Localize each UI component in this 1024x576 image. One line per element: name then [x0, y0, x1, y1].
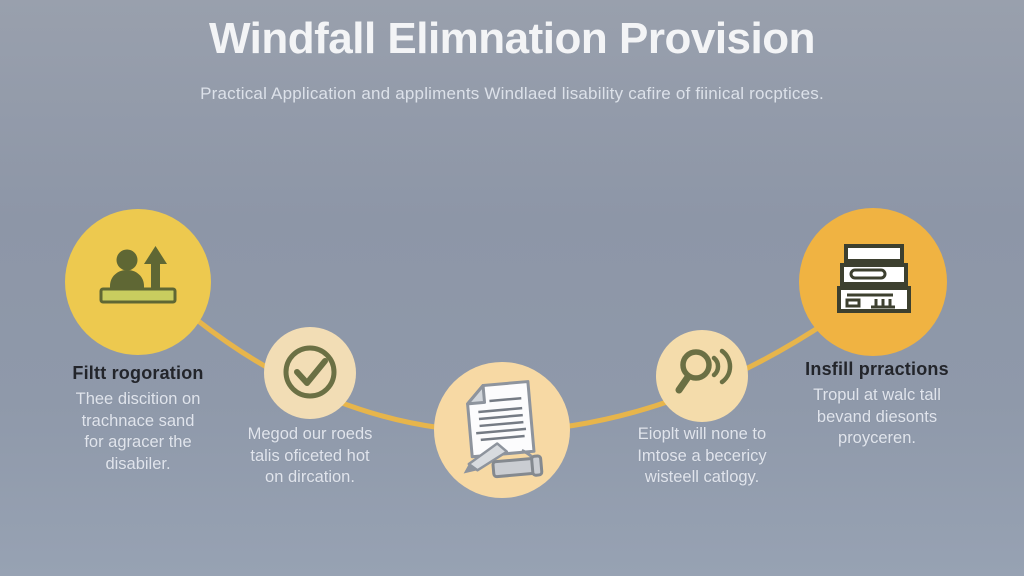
step-1-text: Filtt rogoration Thee discition on trach…	[32, 363, 244, 475]
person-growth-icon	[99, 246, 177, 304]
step-2-line: Megod our roeds	[247, 425, 373, 443]
step-2-line: talis oficeted hot	[250, 446, 370, 465]
stacked-bars-icon	[837, 244, 911, 313]
step-5-line: Tropul at walc tall	[813, 386, 941, 404]
step-5-line: proyceren.	[838, 429, 916, 447]
step-circle-2	[264, 327, 356, 419]
checkmark-circle-icon	[283, 345, 337, 399]
step-5-text: Insfill prractions Tropul at walc tall b…	[782, 359, 972, 450]
step-2-text: Megod our roeds talis oficeted hot on di…	[224, 424, 396, 489]
step-2-line: on dircation.	[265, 468, 355, 486]
step-5-heading: Insfill prractions	[805, 359, 949, 379]
step-1-line: for agracer the	[84, 433, 192, 451]
page-subtitle: Practical Application and appliments Win…	[200, 84, 824, 103]
document-signing-icon	[463, 380, 544, 479]
step-4-text: Eioplt will none to Imtose a becericy wi…	[608, 424, 796, 489]
step-1-line: Thee discition on	[75, 390, 201, 408]
step-5-line: bevand diesonts	[816, 407, 938, 426]
step-1-line: trachnace sand	[81, 411, 195, 430]
step-4-line: wisteell catlogy.	[644, 468, 760, 486]
step-1-heading: Filtt rogoration	[72, 363, 204, 383]
step-1-line: disabiler.	[105, 454, 171, 473]
magnifier-signal-icon	[675, 348, 733, 394]
page-title: Windfall Elimnation Provision	[208, 14, 816, 63]
step-4-line: Eioplt will none to	[637, 425, 767, 443]
step-4-line: Imtose a becericy	[637, 446, 767, 465]
